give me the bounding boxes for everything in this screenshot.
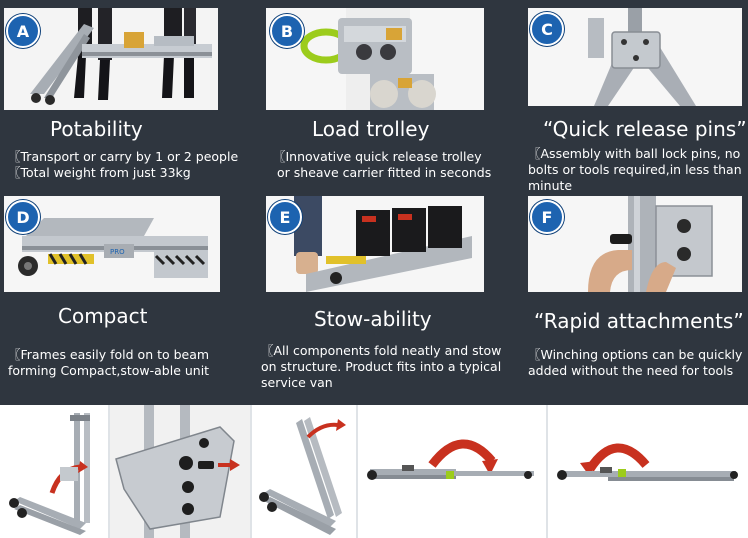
photo-c-quick-release-pins — [528, 8, 742, 106]
feature-title-c: “Quick release pins” — [543, 117, 747, 141]
svg-text:PRO: PRO — [110, 248, 125, 256]
photo-d-compact: PRO — [4, 196, 220, 292]
badge-a: A — [6, 14, 40, 48]
photo-e-stow-ability — [266, 196, 484, 292]
strip-step-4 — [358, 405, 546, 538]
photo-f-rapid-attachments — [528, 196, 742, 292]
a-frame-pin-icon — [528, 8, 742, 106]
badge-e: E — [268, 200, 302, 234]
folding-step-1-icon — [0, 405, 108, 538]
trolley-icon — [266, 8, 484, 110]
feature-title-a: Potability — [50, 117, 143, 141]
feature-desc-b: 〖Innovative quick release trolley or she… — [273, 149, 491, 181]
winch-attachment-icon — [528, 196, 742, 292]
strip-step-3 — [252, 405, 356, 538]
feature-desc-c: 〖Assembly with ball lock pins, no bolts … — [528, 146, 742, 194]
desc-line: 〖Winching options can be quickly — [528, 347, 743, 362]
feature-desc-a: 〖Transport or carry by 1 or 2 people 〖To… — [8, 149, 238, 181]
badge-d: D — [6, 200, 40, 234]
feature-desc-d: 〖Frames easily fold on to beam forming C… — [8, 347, 209, 379]
strip-step-2 — [110, 405, 250, 538]
desc-line: or sheave carrier fitted in seconds — [277, 165, 492, 180]
desc-line: forming Compact,stow-able unit — [8, 363, 210, 378]
desc-line: bolts or tools required,in less than — [528, 162, 742, 177]
fold-arrow-beam-icon — [358, 405, 546, 538]
strip-step-1 — [0, 405, 108, 538]
badge-c: C — [530, 12, 564, 46]
pin-plate-closeup-icon — [110, 405, 250, 538]
photo-a-portable-frame — [4, 8, 218, 110]
desc-line: 〖Frames easily fold on to beam — [8, 347, 210, 362]
desc-line: 〖Innovative quick release trolley — [273, 149, 482, 164]
desc-line: 〖All components fold neatly and stow — [261, 343, 502, 358]
feature-title-e: Stow-ability — [314, 307, 432, 331]
desc-line: 〖Assembly with ball lock pins, no — [528, 146, 741, 161]
frame-carry-icon — [4, 8, 218, 110]
feature-desc-e: 〖All components fold neatly and stow on … — [261, 343, 501, 391]
folded-beam-arrow-icon — [548, 405, 748, 538]
badge-f: F — [530, 200, 564, 234]
desc-line: on structure. Product fits into a typica… — [261, 359, 502, 374]
strip-step-5 — [548, 405, 748, 538]
badge-b: B — [270, 14, 304, 48]
desc-line: 〖Transport or carry by 1 or 2 people — [8, 149, 239, 164]
feature-title-d: Compact — [58, 304, 148, 328]
feature-title-b: Load trolley — [312, 117, 430, 141]
desc-line: service van — [261, 375, 333, 390]
feature-desc-f: 〖Winching options can be quickly added w… — [528, 347, 742, 379]
folded-frame-icon: PRO — [4, 196, 220, 292]
folding-step-2-icon — [252, 405, 356, 538]
desc-line: 〖Total weight from just 33kg — [8, 165, 191, 180]
feature-title-f: “Rapid attachments” — [534, 309, 744, 333]
folding-sequence-strip — [0, 405, 748, 538]
desc-line: minute — [528, 178, 573, 193]
stowed-components-icon — [266, 196, 484, 292]
desc-line: added without the need for tools — [528, 363, 734, 378]
